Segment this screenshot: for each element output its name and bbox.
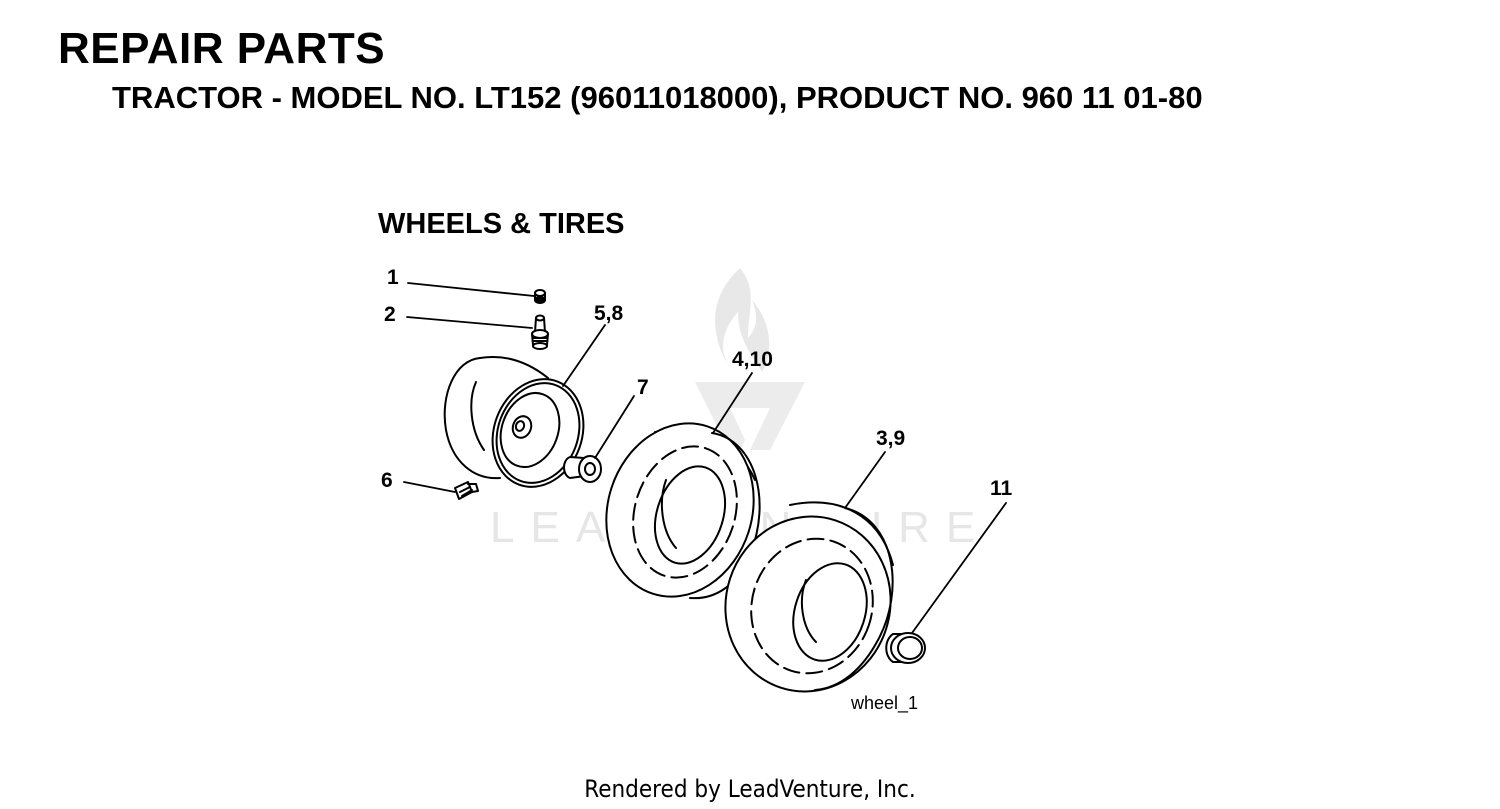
part-lug-bolt	[454, 481, 479, 500]
callout-4-10: 4,10	[732, 348, 773, 371]
callout-2: 2	[384, 303, 396, 326]
callout-7: 7	[637, 376, 649, 399]
figure-reference: wheel_1	[850, 693, 918, 714]
watermark-v-icon	[695, 382, 805, 462]
part-valve-stem	[531, 314, 549, 350]
section-title: WHEELS & TIRES	[378, 208, 625, 240]
callout-1: 1	[387, 266, 399, 289]
model-subtitle: TRACTOR - MODEL NO. LT152 (96011018000),…	[112, 80, 1203, 115]
callout-11: 11	[990, 477, 1013, 500]
watermark-flame-icon	[715, 268, 770, 372]
leader-lines	[403, 282, 1007, 634]
part-wheel-rim	[443, 356, 585, 488]
part-front-tire	[605, 422, 761, 600]
part-bushing	[563, 455, 602, 483]
part-hub-cap	[885, 632, 926, 664]
callout-5-8: 5,8	[594, 302, 624, 325]
part-valve-cap	[534, 289, 546, 304]
page-title: REPAIR PARTS	[58, 24, 386, 73]
footer-credit: Rendered by LeadVenture, Inc.	[584, 775, 916, 803]
part-rear-tire	[724, 501, 894, 693]
callout-3-9: 3,9	[876, 427, 905, 450]
callout-6: 6	[381, 469, 393, 492]
